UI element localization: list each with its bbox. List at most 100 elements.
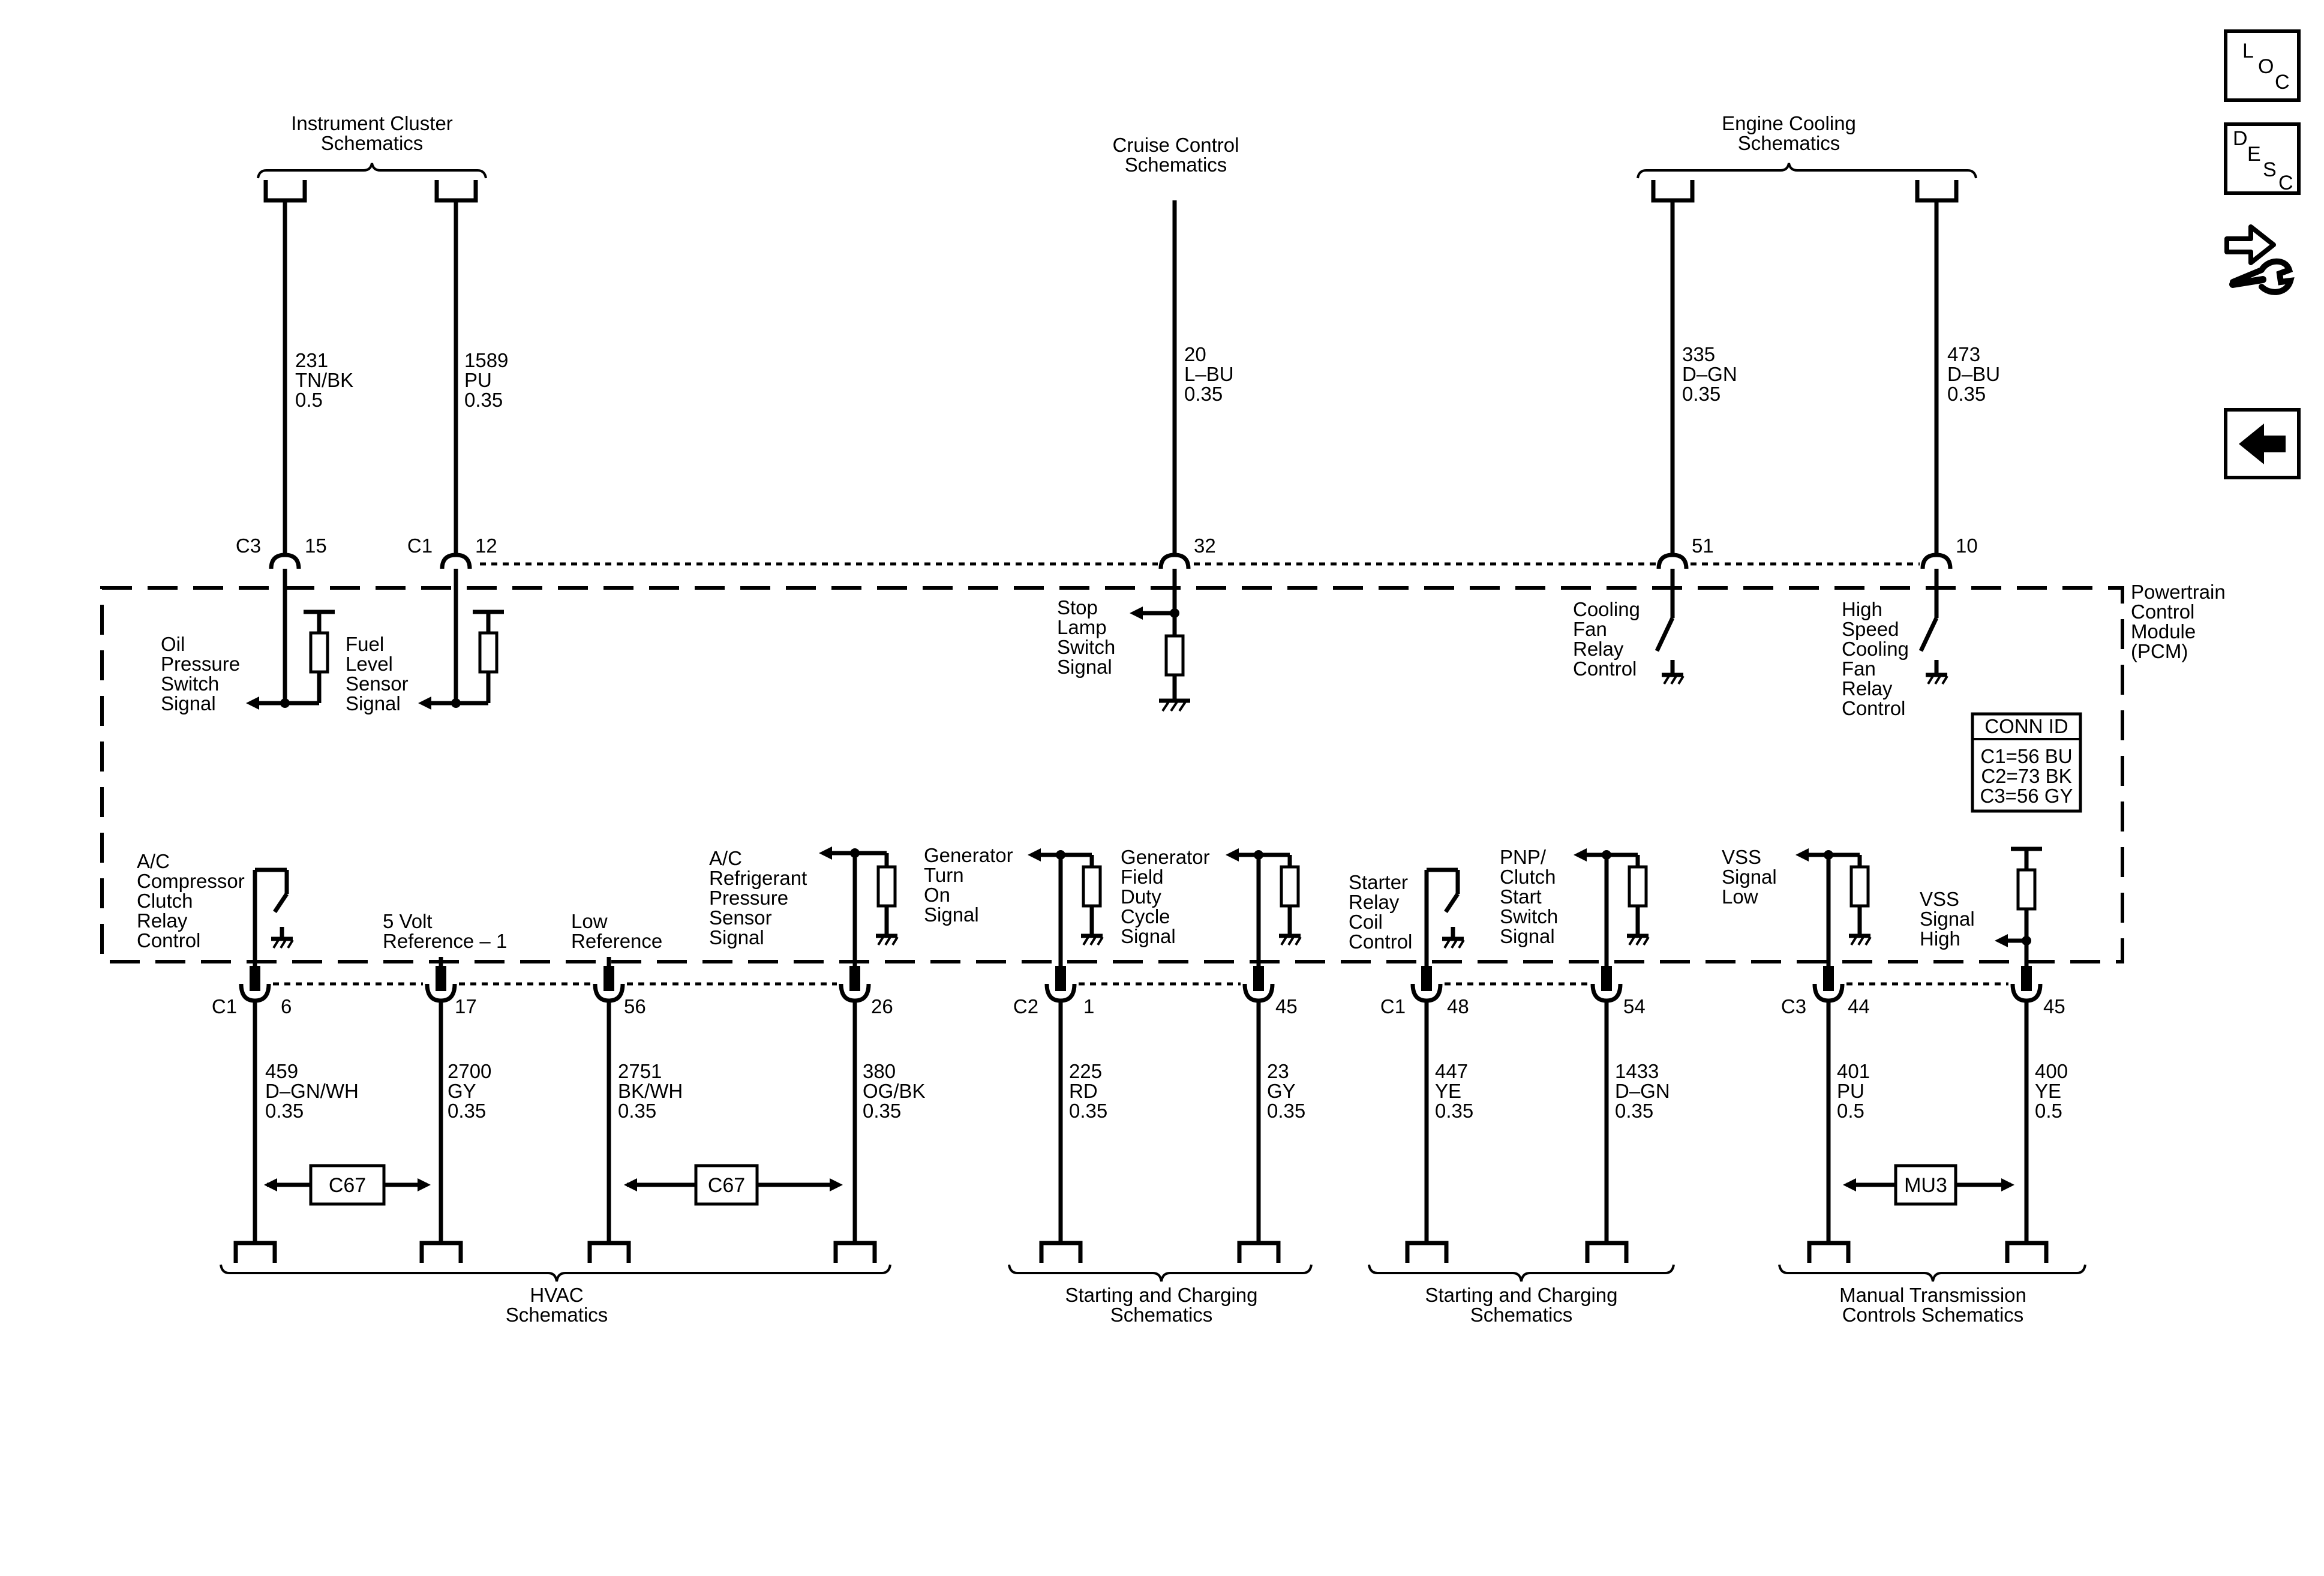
conn-id-box: CONN ID C1=56 BU C2=73 BK C3=56 GY — [1971, 712, 2082, 813]
ac-clutch-label: A/C — [137, 850, 170, 872]
pin-number: 51 — [1692, 535, 1714, 557]
oil-label: Signal — [161, 692, 216, 715]
desc-letter: C — [2278, 172, 2293, 194]
ref-instrument-cluster[interactable]: Instrument Cluster Schematics — [257, 112, 487, 179]
ref-mt-line2: Controls Schematics — [1842, 1304, 2024, 1326]
ref-hvac-line1: HVAC — [530, 1284, 583, 1306]
conn-id-line: C1=56 BU — [1980, 745, 2072, 767]
wire-size: 0.35 — [464, 389, 503, 411]
wire-color: PU — [464, 369, 492, 391]
wire-size: 0.35 — [1615, 1100, 1653, 1122]
ac-pressure-label: Sensor — [709, 906, 772, 929]
ac-clutch-label: Control — [137, 929, 200, 951]
ref-sc1-line1: Starting and Charging — [1065, 1284, 1257, 1306]
inline-connector-c67-a[interactable]: C67 — [264, 1164, 431, 1206]
pcm-module-label: Powertrain Control Module (PCM) — [2131, 581, 2226, 662]
wire-color: L–BU — [1184, 363, 1234, 385]
wire-size: 0.35 — [1069, 1100, 1107, 1122]
module-label-line2: Control — [2131, 601, 2194, 623]
wire-size: 0.5 — [295, 389, 323, 411]
desc-button[interactable]: D E S C — [2224, 122, 2301, 195]
pin-number: 48 — [1447, 995, 1469, 1017]
conn-id-title: CONN ID — [1984, 715, 2068, 737]
wire-color: BK/WH — [618, 1080, 683, 1102]
gen-turn-label: On — [924, 884, 950, 906]
pin-number: 10 — [1956, 535, 1978, 557]
loc-letter: L — [2242, 40, 2254, 62]
module-label-line4: (PCM) — [2131, 640, 2188, 662]
circuit-number: 400 — [2035, 1060, 2068, 1082]
starter-label: Control — [1349, 930, 1412, 953]
inline-connector-c67-b[interactable]: C67 — [624, 1164, 843, 1206]
low-ref-label: Low — [571, 910, 608, 932]
wire-size: 0.5 — [1837, 1100, 1864, 1122]
gen-turn-label: Signal — [924, 903, 979, 926]
ref-starting-charging-2[interactable]: Starting and Charging Schematics — [1425, 1284, 1617, 1326]
ac-pressure-label: A/C — [709, 847, 742, 869]
wire-size: 0.35 — [448, 1100, 486, 1122]
ref-sc1-line2: Schematics — [1110, 1304, 1213, 1326]
fuel-label: Level — [346, 653, 393, 675]
circuit-number: 447 — [1435, 1060, 1468, 1082]
pcm-module-boundary — [100, 586, 2124, 963]
pnp-label: Clutch — [1500, 866, 1556, 888]
pin-number: 15 — [305, 535, 327, 557]
c67-a-label: C67 — [329, 1174, 366, 1197]
wire-color: YE — [2035, 1080, 2061, 1102]
ac-pressure-label: Pressure — [709, 887, 788, 909]
ac-pressure-circuit: A/C Refrigerant Pressure Sensor Signal — [709, 846, 899, 957]
starter-relay-circuit: Starter Relay Coil Control — [1349, 867, 1465, 957]
circuit-number: 2700 — [448, 1060, 491, 1082]
stop-label: Stop — [1057, 596, 1098, 619]
pnp-clutch-circuit: PNP/ Clutch Start Switch Signal — [1500, 846, 1650, 957]
vss-low-circuit: VSS Signal Low — [1722, 846, 1872, 957]
ref-sc2-line2: Schematics — [1470, 1304, 1573, 1326]
fan-label: Control — [1573, 658, 1637, 680]
ref-instrument-cluster-line2: Schematics — [321, 132, 424, 154]
hs-fan-label: Speed — [1842, 618, 1899, 640]
stop-label: Switch — [1057, 636, 1115, 658]
wire-size: 0.35 — [1682, 383, 1721, 405]
pnp-label: PNP/ — [1500, 846, 1547, 868]
inline-connector-mu3[interactable]: MU3 — [1843, 1164, 2014, 1206]
vss-low-label: VSS — [1722, 846, 1761, 868]
top-wire-335: 335 D–GN 0.35 — [1682, 343, 1737, 405]
circuit-number: 380 — [863, 1060, 896, 1082]
wire-color: D–BU — [1947, 363, 2000, 385]
fan-label: Cooling — [1573, 598, 1640, 620]
circuit-number: 1433 — [1615, 1060, 1659, 1082]
module-label-line1: Powertrain — [2131, 581, 2226, 603]
circuit-number: 459 — [265, 1060, 298, 1082]
ref-cruise-control[interactable]: Cruise Control Schematics — [1113, 134, 1239, 176]
loc-button[interactable]: L O C — [2224, 29, 2301, 102]
gen-field-label: Generator — [1121, 846, 1210, 868]
desc-letter: E — [2247, 143, 2261, 166]
connector-label: C1 — [407, 535, 433, 557]
ref-manual-transmission[interactable]: Manual Transmission Controls Schematics — [1839, 1284, 2026, 1326]
ref-cruise-control-line2: Schematics — [1125, 154, 1227, 176]
bottom-braces — [220, 1264, 2086, 1282]
wire-size: 0.35 — [618, 1100, 656, 1122]
cooling-fan-circuit: Cooling Fan Relay Control — [1573, 585, 1685, 685]
ac-clutch-label: Compressor — [137, 870, 245, 892]
top-pins: C3 15 C1 12 32 51 10 — [236, 535, 1978, 557]
fuel-label: Fuel — [346, 633, 384, 655]
circuit-number: 231 — [295, 349, 328, 371]
gen-turn-label: Generator — [924, 844, 1013, 866]
back-arrow-button[interactable] — [2224, 408, 2301, 479]
ref-starting-charging-1[interactable]: Starting and Charging Schematics — [1065, 1284, 1257, 1326]
connector-wrench-icon[interactable] — [2224, 224, 2295, 295]
fan-label: Fan — [1573, 618, 1607, 640]
vss-high-circuit: VSS Signal High — [1920, 846, 2042, 957]
circuit-number: 473 — [1947, 343, 1980, 365]
top-wire-473: 473 D–BU 0.35 — [1947, 343, 2000, 405]
vss-high-label: Signal — [1920, 908, 1975, 930]
ref-engine-cooling[interactable]: Engine Cooling Schematics — [1637, 112, 1977, 179]
circuit-number: 2751 — [618, 1060, 662, 1082]
circuit-number: 225 — [1069, 1060, 1102, 1082]
ref-engine-cooling-line1: Engine Cooling — [1722, 112, 1856, 134]
ref-hvac[interactable]: HVAC Schematics — [506, 1284, 608, 1326]
loc-letter: O — [2258, 55, 2274, 78]
